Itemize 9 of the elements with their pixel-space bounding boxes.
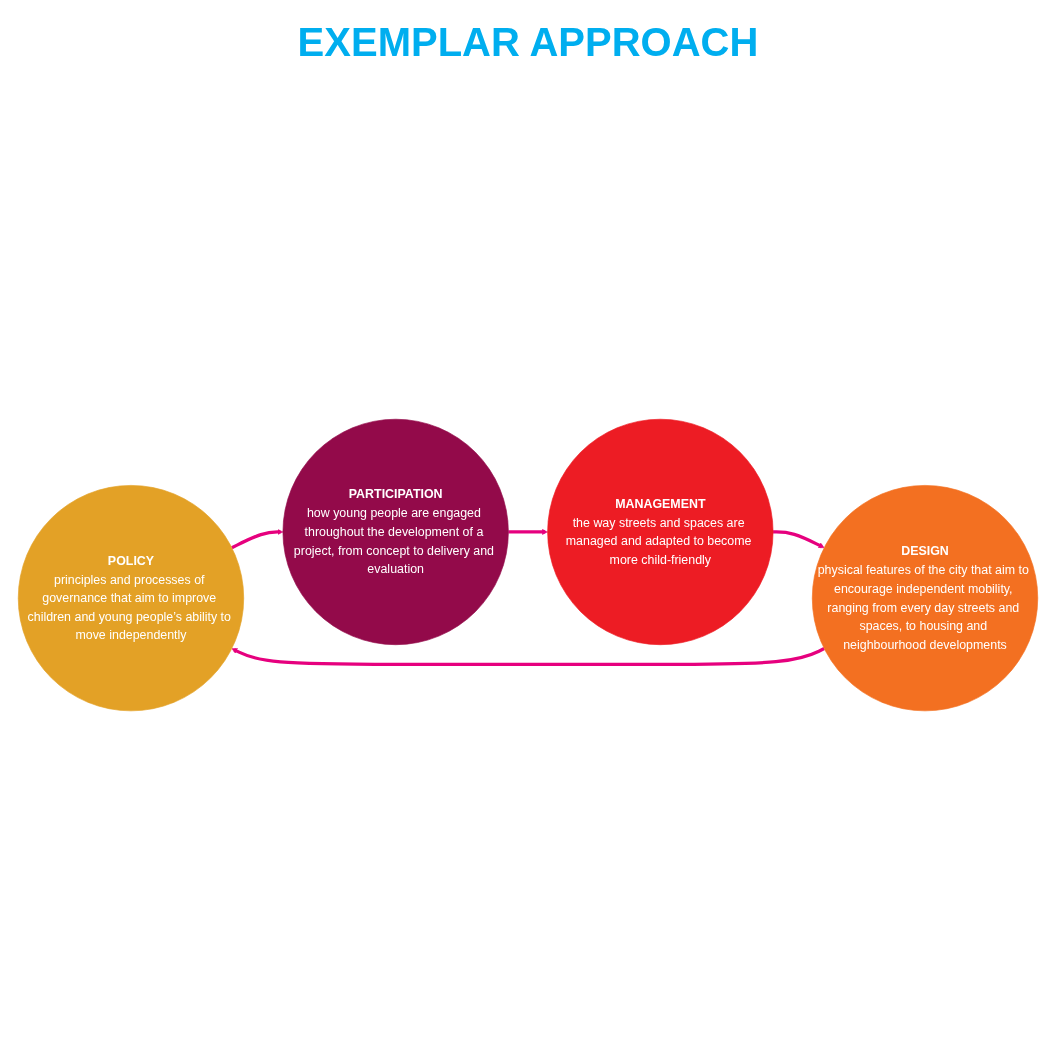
arrow (508, 529, 548, 535)
arrow (773, 530, 825, 548)
node-circle: MANAGEMENT the way streets and spaces are managed and adapted to become more child-friendly (547, 418, 774, 645)
node-circle: DESIGN physical features of the city that aim to encourage independent mobility, ranging from every day streets and spaces, to housing and neighbourhood developments (811, 485, 1039, 712)
center-heading: EXEMPLAR APPROACH (297, 20, 759, 65)
arrow (231, 647, 825, 666)
node-circle: POLICY principles and processes of governance that aim to improve children and young people’s ability to move independently (17, 485, 245, 712)
node-circle: PARTICIPATION how young people are engaged throughout the development of a project, from concept to delivery and evaluation (282, 418, 509, 645)
arrow (231, 529, 284, 550)
